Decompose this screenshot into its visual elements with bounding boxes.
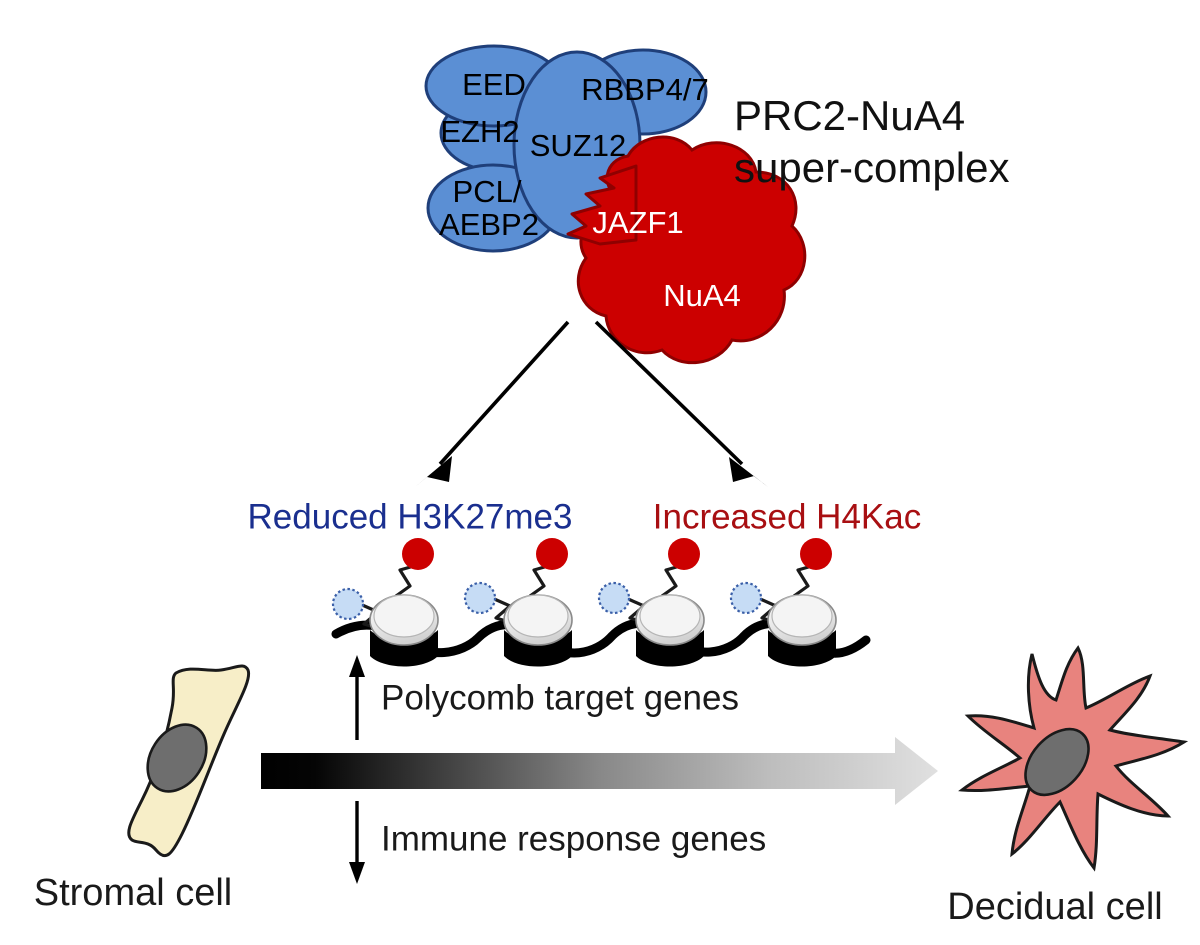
subunit-eed-label: EED [462, 67, 526, 102]
stromal-cell: Stromal cell [34, 664, 251, 914]
arrow-left-shaft [438, 320, 570, 466]
subunit-suz12-label: SUZ12 [530, 128, 626, 163]
gene-regulation: Polycomb target genes Immune response ge… [349, 655, 766, 884]
divergent-arrows [415, 320, 768, 487]
h3k27me3-mark-4 [729, 581, 763, 615]
jazf1-wedge-shape [566, 164, 638, 246]
nucleosome-1 [369, 594, 439, 668]
nua4-jazf1-label: JAZF1 [592, 205, 683, 240]
h3k27me3-mark-2 [463, 581, 497, 615]
subunit-aebp2-label: AEBP2 [439, 207, 539, 242]
subunit-rbbp47-label: RBBP4/7 [581, 72, 709, 107]
decidual-cell-nucleus [1024, 727, 1090, 797]
mark-label-h3k27me3: Reduced H3K27me3 [248, 497, 573, 536]
up-arrow-head [349, 655, 365, 677]
nua4-core-label: NuA4 [663, 278, 741, 313]
h4kac-mark-1 [402, 538, 434, 570]
subunit-pcl-label: PCL/ [453, 174, 522, 209]
nucleosome-3 [635, 594, 705, 668]
arrow-left-head [415, 456, 452, 487]
complex-title-line1: PRC2-NuA4 [734, 92, 965, 139]
arrow-right-shaft [594, 320, 744, 466]
arrow-right-head [729, 457, 768, 487]
subunit-ezh2-label: EZH2 [440, 114, 519, 149]
h4kac-mark-4 [800, 538, 832, 570]
nucleosome-4 [767, 594, 837, 668]
h3k27me3-mark-1 [331, 587, 365, 621]
complex-title-line2: super-complex [734, 144, 1009, 191]
nucleosome-2 [503, 594, 573, 668]
h4kac-mark-3 [668, 538, 700, 570]
mark-label-h4kac: Increased H4Kac [653, 497, 921, 536]
chromatin-fiber [331, 538, 871, 668]
nua4-complex: JAZF1 NuA4 [566, 135, 807, 365]
stromal-cell-label: Stromal cell [34, 872, 233, 914]
transition-arrow [261, 737, 938, 805]
h3k27me3-mark-3 [597, 581, 631, 615]
decidual-cell: Decidual cell [947, 645, 1189, 928]
up-gene-label: Polycomb target genes [381, 678, 739, 717]
complex-title: PRC2-NuA4 super-complex [734, 92, 1009, 191]
down-gene-label: Immune response genes [381, 819, 766, 858]
down-arrow-head [349, 862, 365, 884]
decidual-cell-label: Decidual cell [947, 886, 1162, 928]
h4kac-mark-2 [536, 538, 568, 570]
transition-arrow-shape [261, 737, 938, 805]
histone-mark-labels: Reduced H3K27me3 Increased H4Kac [248, 497, 922, 536]
stromal-cell-nucleus [146, 723, 208, 793]
